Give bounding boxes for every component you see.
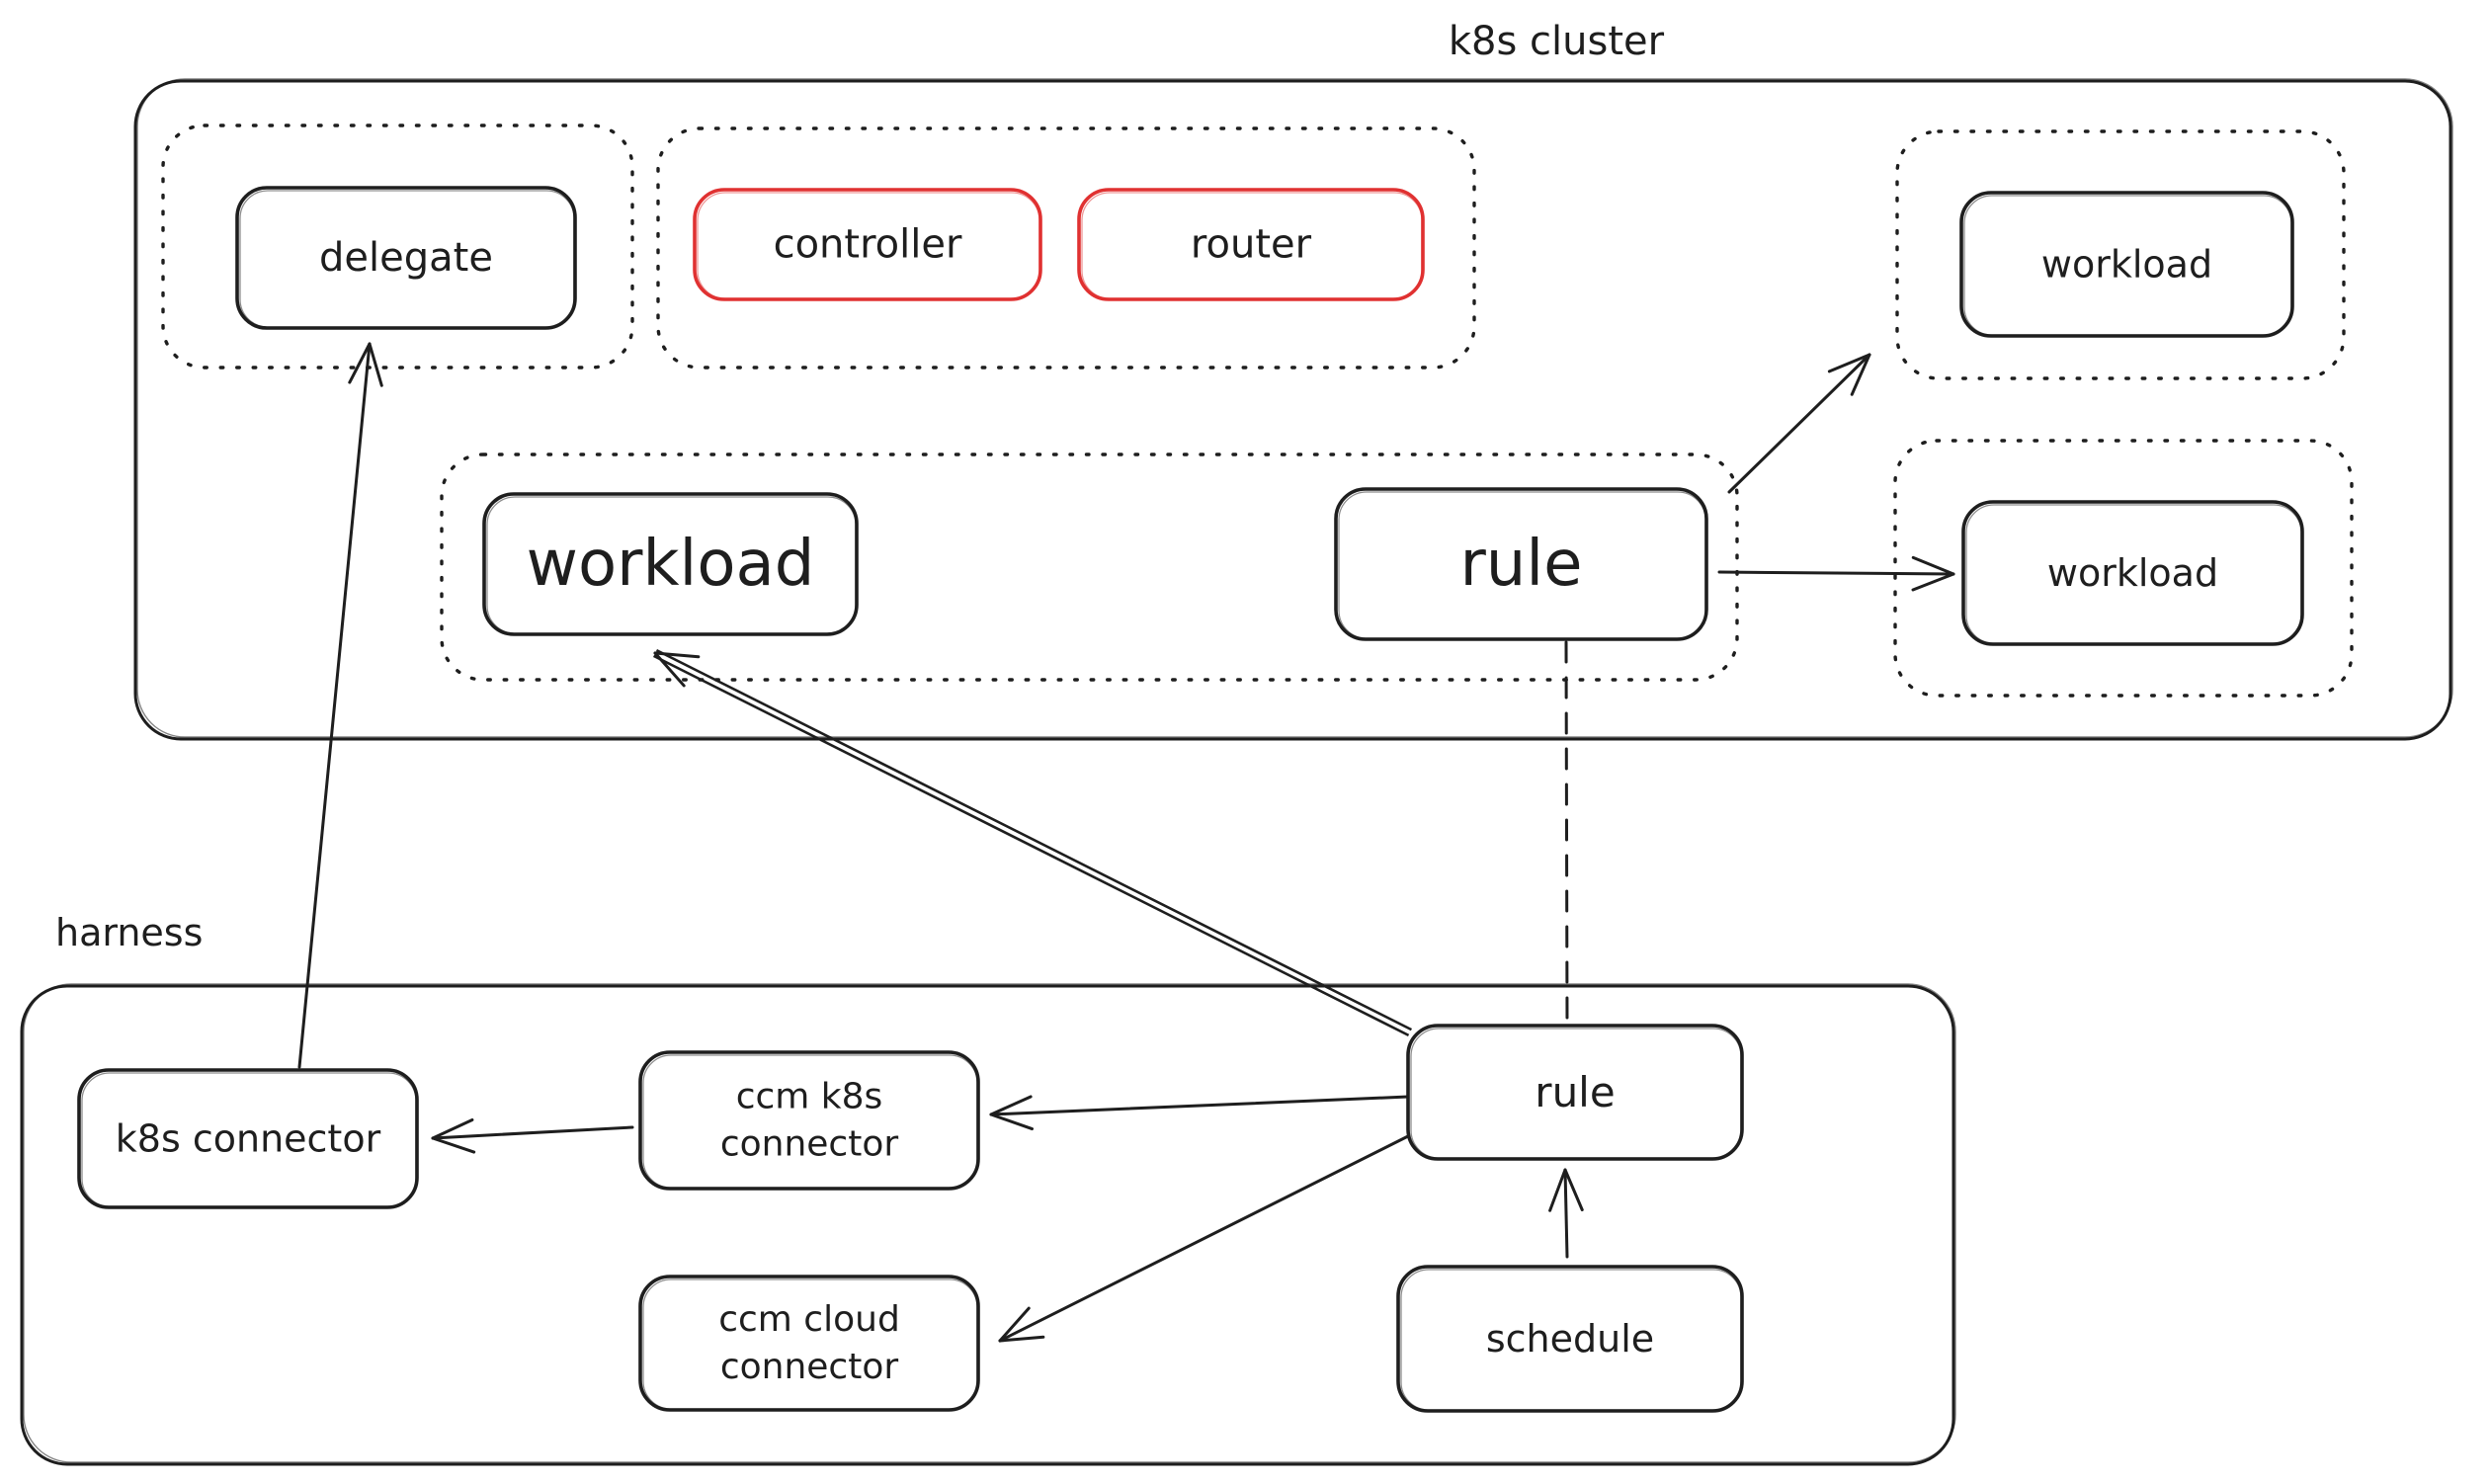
edge-k8sconnector-to-delegate (297, 342, 372, 1069)
ccm_k8s_connector-label-line1: ccm k8s (736, 1077, 883, 1117)
harness-container (20, 984, 1955, 1466)
controller-node-sketch (697, 192, 1040, 299)
workload_top_group-outline (1895, 129, 2346, 380)
rule_bottom-label: rule (1535, 1068, 1615, 1116)
delegate-node (235, 186, 577, 330)
control_group-outline (656, 126, 1476, 370)
delegate-node-sketch (239, 190, 575, 328)
arrowhead (653, 651, 701, 659)
schedule-node-sketch (1400, 1269, 1742, 1411)
arrowhead (1850, 353, 1871, 396)
arrowhead (998, 1306, 1031, 1343)
edge-rule2-to-ccmcloud (998, 1134, 1410, 1343)
ccm_cloud_connector-label-line2: connector (720, 1347, 899, 1387)
workload_main-label: workload (527, 528, 815, 601)
ccm_cloud_connector-label-line1: ccm cloud (718, 1299, 900, 1340)
controller-node (693, 188, 1042, 301)
arrowhead (431, 1117, 474, 1140)
workload_right_group-outline (1893, 439, 2354, 698)
middle_group-outline (440, 453, 1739, 682)
edge-rule1-to-workload-top-group (1727, 353, 1871, 494)
workload_main-node (482, 492, 859, 636)
edge-schedule-to-rule2 (1563, 1168, 1569, 1259)
edge-rule2-to-workload-stroke2 (652, 654, 1410, 1037)
ccm_cloud_connector-node-sketch (642, 1278, 978, 1410)
arrowhead (989, 1095, 1033, 1116)
arrowhead (368, 342, 383, 387)
harness-label: harness (55, 911, 203, 954)
delegate_group-outline (161, 124, 634, 370)
arrowhead (653, 651, 686, 688)
workload_top-node-sketch (1963, 195, 2292, 336)
edge-rule2-to-workload (655, 648, 1413, 1031)
controller-label: controller (774, 222, 962, 268)
router-node (1077, 188, 1425, 301)
ccm_k8s_connector-label-line2: connector (720, 1124, 899, 1165)
workload_main-node-sketch (486, 496, 857, 634)
arrowhead (431, 1136, 476, 1154)
rule_bottom-node-sketch (1410, 1028, 1742, 1159)
edge-rule2-to-ccmk8s (989, 1095, 1410, 1116)
schedule-label: schedule (1486, 1317, 1654, 1360)
workload_right-label: workload (2047, 551, 2218, 595)
arrowhead (348, 342, 372, 384)
edge-ccmk8s-to-k8sconnector (431, 1125, 634, 1140)
workload_top-node (1959, 191, 2294, 338)
k8s_connector-label: k8s connector (116, 1117, 381, 1161)
arrowhead (1911, 555, 1955, 576)
rule_main-label: rule (1459, 528, 1582, 601)
ccm_cloud_connector-node (638, 1275, 980, 1412)
k8s_cluster-label: k8s cluster (1449, 19, 1665, 64)
arrowhead (1548, 1168, 1567, 1212)
edge-rule1-to-workload-right (1717, 570, 1955, 576)
delegate-label: delegate (319, 235, 493, 281)
rule_bottom-node (1406, 1024, 1744, 1161)
arrowhead (1911, 572, 1955, 592)
k8s_cluster-container (133, 79, 2452, 741)
router-label: router (1191, 222, 1312, 268)
ccm_k8s_connector-node (638, 1050, 980, 1191)
workload_right-node-sketch (1965, 504, 2302, 644)
rule_main-node-sketch (1338, 491, 1706, 639)
router-node-sketch (1081, 192, 1423, 299)
k8s_cluster-container-sketch (136, 78, 2453, 738)
workload_right-node (1961, 500, 2304, 646)
k8s_connector-node-sketch (81, 1072, 417, 1207)
workload_top-label: workload (2041, 243, 2212, 287)
rule_main-node (1334, 487, 1708, 641)
ccm_k8s_connector-node-sketch (642, 1054, 978, 1189)
schedule-node (1396, 1265, 1744, 1413)
arrowhead (1563, 1168, 1584, 1211)
harness-container-sketch (23, 983, 1956, 1463)
arrowhead (998, 1335, 1045, 1343)
arrowhead (989, 1113, 1035, 1131)
arrowhead (1827, 353, 1871, 373)
edge-rule1-to-rule2-dashed (1564, 640, 1569, 1025)
k8s_connector-node (77, 1068, 419, 1209)
